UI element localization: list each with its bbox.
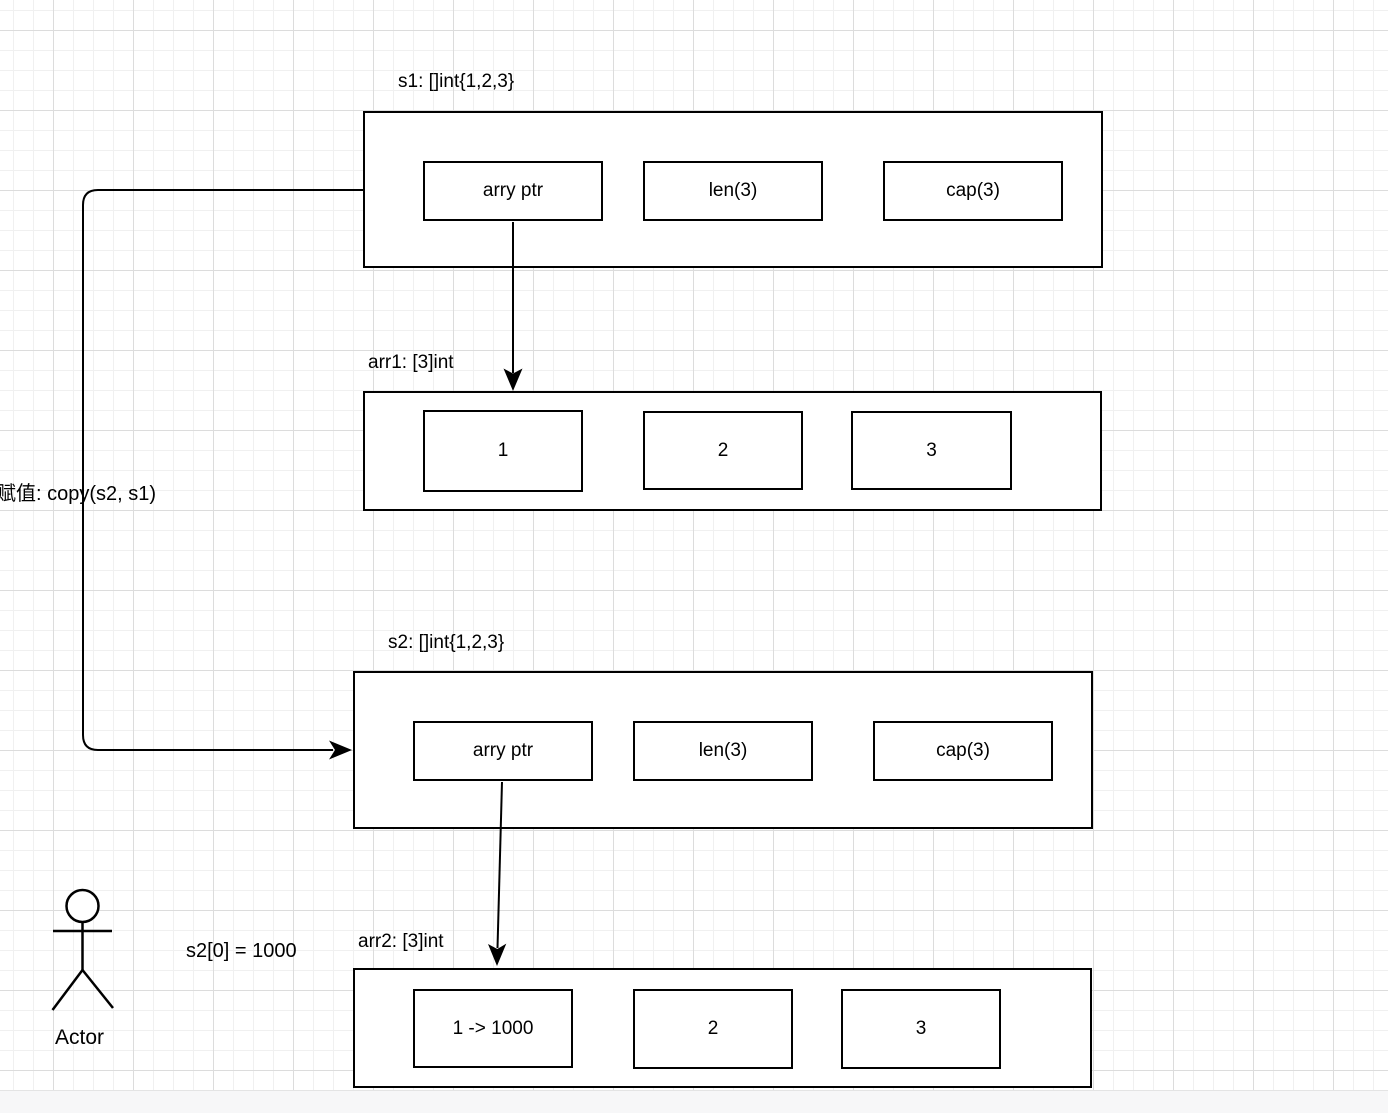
s1-cell-cap[interactable]: cap(3)	[883, 161, 1063, 221]
arr1-cell-1[interactable]: 2	[643, 411, 803, 490]
actor-left-leg	[51, 969, 84, 1011]
arr2-label[interactable]: arr2: [3]int	[358, 931, 444, 952]
arr1-cell-0[interactable]: 1	[423, 410, 583, 492]
s2-cell-len[interactable]: len(3)	[633, 721, 813, 781]
s2-cell-arry-ptr[interactable]: arry ptr	[413, 721, 593, 781]
s1-label[interactable]: s1: []int{1,2,3}	[398, 71, 515, 92]
s2-cell-cap[interactable]: cap(3)	[873, 721, 1053, 781]
page-gutter	[0, 1090, 1388, 1113]
arr1-cell-2[interactable]: 3	[851, 411, 1012, 490]
s1-cell-arry-ptr[interactable]: arry ptr	[423, 161, 603, 221]
arr1-label[interactable]: arr1: [3]int	[368, 352, 454, 373]
arr2-cell-1[interactable]: 2	[633, 989, 793, 1069]
assign-annotation[interactable]: s2[0] = 1000	[186, 940, 297, 962]
s2-label[interactable]: s2: []int{1,2,3}	[388, 632, 505, 653]
copy-annotation[interactable]: 赋值: copy(s2, s1)	[0, 483, 157, 505]
actor-label[interactable]: Actor	[55, 1026, 105, 1049]
arr2-cell-2[interactable]: 3	[841, 989, 1001, 1069]
copy-connector[interactable]	[82, 189, 363, 751]
actor-right-leg	[81, 969, 114, 1009]
arr2-cell-0[interactable]: 1 -> 1000	[413, 989, 573, 1068]
s2-ptr-connector[interactable]	[496, 781, 503, 949]
s1-cell-len[interactable]: len(3)	[643, 161, 823, 221]
